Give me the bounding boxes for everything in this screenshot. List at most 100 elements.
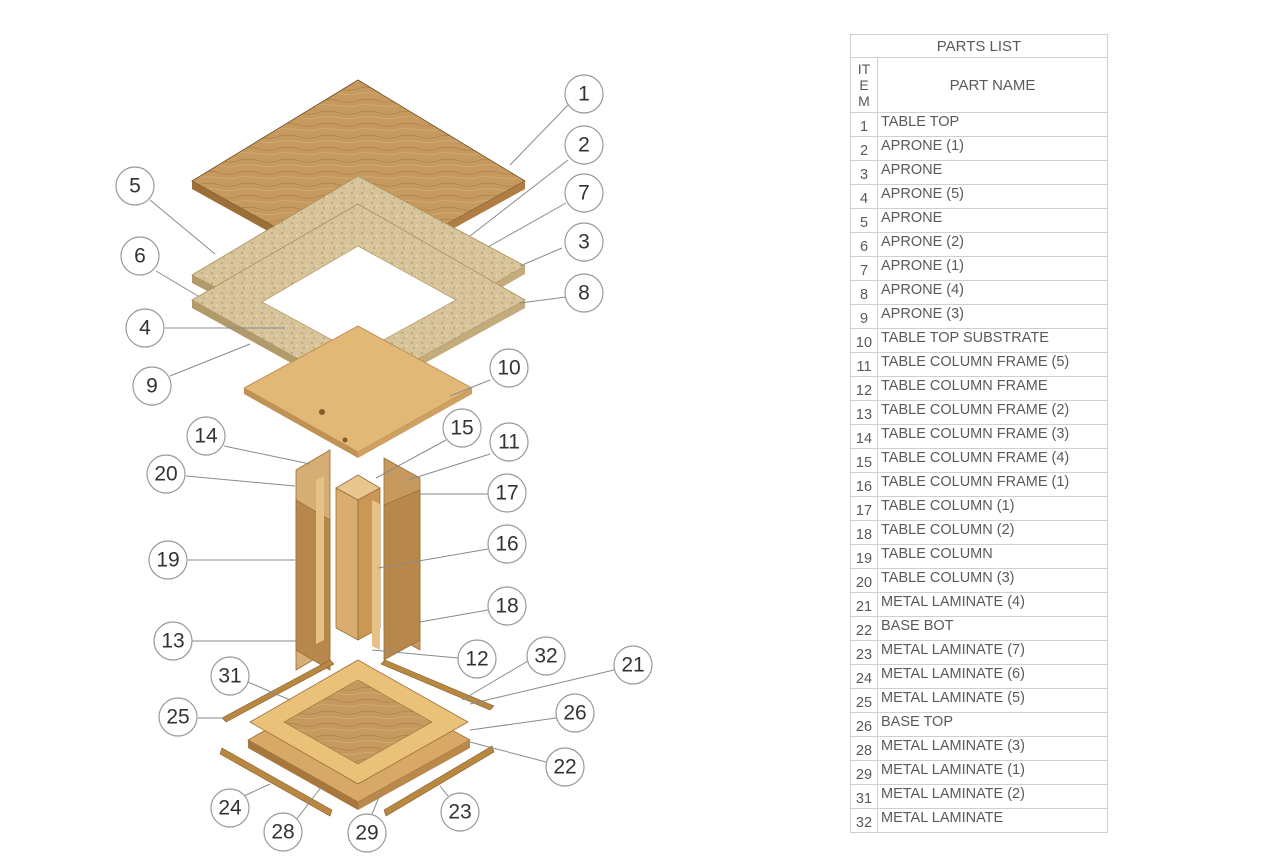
balloon-26: 26 — [555, 693, 595, 733]
parts-list-title: PARTS LIST — [850, 34, 1108, 58]
svg-text:2: 2 — [578, 134, 590, 157]
svg-text:23: 23 — [448, 801, 471, 824]
svg-text:28: 28 — [271, 821, 294, 844]
item-number-cell: 21 — [850, 592, 878, 617]
item-number-cell: 25 — [850, 688, 878, 713]
svg-text:5: 5 — [129, 175, 141, 198]
part-name-cell: TABLE COLUMN FRAME (3) — [877, 424, 1108, 449]
balloon-24: 24 — [210, 788, 250, 828]
part-name-cell: TABLE COLUMN FRAME (5) — [877, 352, 1108, 377]
part-name-cell: TABLE COLUMN (3) — [877, 568, 1108, 593]
part-name-cell: METAL LAMINATE (5) — [877, 688, 1108, 713]
part-name-cell: APRONE (3) — [877, 304, 1108, 329]
balloon-31: 31 — [210, 656, 250, 696]
item-number-cell: 12 — [850, 376, 878, 401]
item-number-cell: 5 — [850, 208, 878, 233]
svg-text:14: 14 — [194, 425, 218, 448]
part-name-cell: METAL LAMINATE (1) — [877, 760, 1108, 785]
svg-text:29: 29 — [355, 822, 378, 845]
part-name-cell: APRONE (1) — [877, 136, 1108, 161]
item-number-cell: 32 — [850, 808, 878, 833]
svg-text:15: 15 — [450, 417, 473, 440]
item-number-cell: 22 — [850, 616, 878, 641]
item-header-text: IT E M — [857, 61, 871, 109]
balloon-32: 32 — [526, 636, 566, 676]
balloon-17: 17 — [487, 473, 527, 513]
balloon-9: 9 — [132, 366, 172, 406]
item-number-cell: 6 — [850, 232, 878, 257]
svg-text:24: 24 — [218, 797, 242, 820]
leader-lines — [149, 102, 615, 821]
balloon-19: 19 — [148, 540, 188, 580]
svg-text:19: 19 — [156, 549, 179, 572]
item-number-cell: 9 — [850, 304, 878, 329]
balloon-1: 1 — [564, 74, 604, 114]
part-name-cell: BASE TOP — [877, 712, 1108, 737]
balloon-16: 16 — [487, 524, 527, 564]
part-name-cell: TABLE TOP SUBSTRATE — [877, 328, 1108, 353]
item-number-cell: 7 — [850, 256, 878, 281]
balloon-8: 8 — [564, 273, 604, 313]
item-number-cell: 24 — [850, 664, 878, 689]
svg-text:6: 6 — [134, 245, 146, 268]
part-name-column-header: PART NAME — [877, 57, 1108, 113]
part-name-cell: METAL LAMINATE (4) — [877, 592, 1108, 617]
part-name-cell: TABLE COLUMN FRAME (4) — [877, 448, 1108, 473]
part-name-cell: TABLE COLUMN (1) — [877, 496, 1108, 521]
item-number-cell: 20 — [850, 568, 878, 593]
part-name-cell: TABLE COLUMN FRAME — [877, 376, 1108, 401]
base-part — [219, 659, 495, 817]
part-name-cell: APRONE (2) — [877, 232, 1108, 257]
table-column-part — [295, 449, 421, 671]
item-number-cell: 11 — [850, 352, 878, 377]
svg-text:17: 17 — [495, 482, 518, 505]
table-top-substrate-part — [243, 325, 473, 458]
balloon-18: 18 — [487, 586, 527, 626]
svg-text:22: 22 — [553, 756, 576, 779]
svg-text:32: 32 — [534, 645, 557, 668]
part-name-cell: APRONE — [877, 160, 1108, 185]
balloon-7: 7 — [564, 173, 604, 213]
balloon-20: 20 — [146, 454, 186, 494]
item-number-cell: 18 — [850, 520, 878, 545]
item-number-cell: 3 — [850, 160, 878, 185]
item-number-cell: 2 — [850, 136, 878, 161]
balloon-15: 15 — [442, 408, 482, 448]
item-number-cell: 26 — [850, 712, 878, 737]
balloon-12: 12 — [457, 639, 497, 679]
item-number-cell: 15 — [850, 448, 878, 473]
svg-text:13: 13 — [161, 630, 184, 653]
part-name-cell: METAL LAMINATE (2) — [877, 784, 1108, 809]
balloon-3: 3 — [564, 222, 604, 262]
balloon-5: 5 — [115, 166, 155, 206]
item-number-cell: 1 — [850, 112, 878, 137]
balloon-23: 23 — [440, 792, 480, 832]
part-name-cell: METAL LAMINATE (7) — [877, 640, 1108, 665]
svg-text:25: 25 — [166, 706, 189, 729]
item-number-cell: 10 — [850, 328, 878, 353]
balloon-4: 4 — [125, 308, 165, 348]
